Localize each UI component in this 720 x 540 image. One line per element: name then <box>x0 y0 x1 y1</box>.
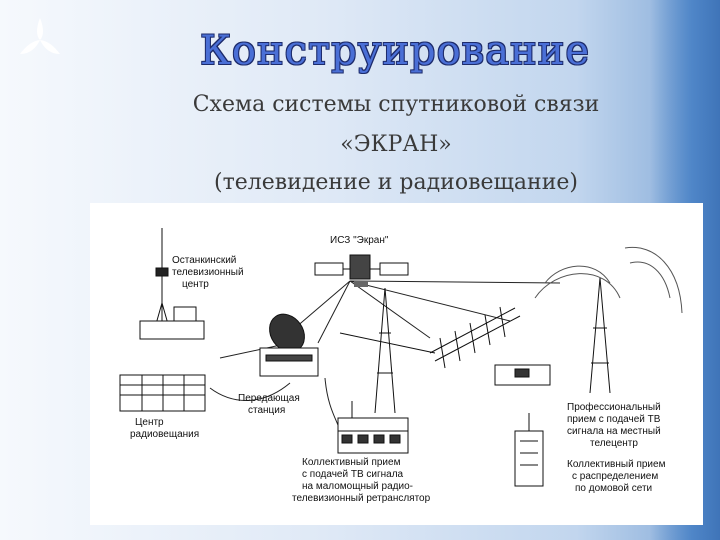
regional-studio-icon <box>495 365 550 385</box>
uplink-label-1: Передающая <box>238 393 300 404</box>
relay-mast-icon <box>340 288 435 413</box>
professional-label-4: телецентр <box>590 438 638 449</box>
broadcast-tower-icon <box>590 278 610 393</box>
relay-label-4: телевизионный ретранслятор <box>292 493 431 504</box>
subtitle-line-3: (телевидение и радиовещание) <box>96 170 696 195</box>
ostankino-label-3: центр <box>182 279 209 290</box>
broadcast-coverage-icon <box>535 247 682 313</box>
subtitle-line-1: Схема системы спутниковой связи <box>96 92 696 117</box>
uplink-label-2: станция <box>248 405 285 416</box>
ostankino-label-1: Останкинский <box>172 255 236 266</box>
satellite-label: ИСЗ "Экран" <box>330 235 389 246</box>
cable-label-2: с распределением <box>572 471 658 482</box>
satellite-icon <box>315 255 408 287</box>
satellite-system-diagram: ИСЗ "Экран" Останкинский телевизионный ц… <box>90 203 703 525</box>
professional-label-1: Профессиональный <box>567 401 661 413</box>
relay-building-icon <box>338 401 408 453</box>
radio-center-building-icon <box>120 375 205 411</box>
logo-icon <box>10 10 70 70</box>
radio-center-label-2: радиовещания <box>130 429 199 440</box>
relay-label-1: Коллективный прием <box>302 457 401 468</box>
apartment-building-icon <box>515 413 543 486</box>
antenna-array-icon <box>430 307 520 368</box>
uplink-dish-icon <box>260 307 318 376</box>
cable-label-3: по домовой сети <box>575 483 652 494</box>
subtitle-line-2: «ЭКРАН» <box>96 132 696 157</box>
page-title: Конструирование <box>150 28 640 74</box>
professional-label-2: прием с подачей ТВ <box>567 414 661 425</box>
cable-label-1: Коллективный прием <box>567 459 666 470</box>
relay-label-3: на маломощный радио- <box>302 481 413 492</box>
ostankino-label-2: телевизионный <box>172 267 244 278</box>
radio-center-label-1: Центр <box>135 417 164 428</box>
professional-label-3: сигнала на местный <box>567 426 661 437</box>
relay-label-2: с подачей ТВ сигнала <box>302 469 404 480</box>
